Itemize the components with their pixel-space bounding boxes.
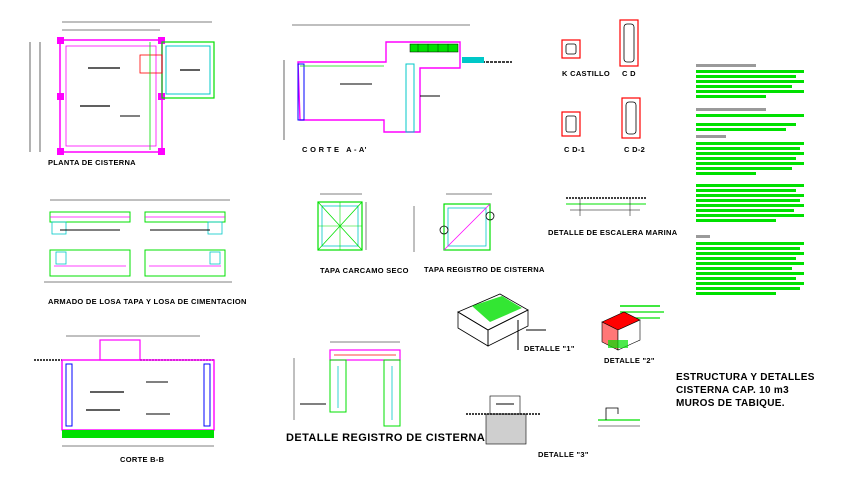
title-line-1: ESTRUCTURA Y DETALLES xyxy=(676,372,815,383)
corte-bb-drawing: CORTE B-B xyxy=(34,335,215,464)
cd2-label: C D-2 xyxy=(624,145,645,154)
detalle-3-drawing: DETALLE "3" xyxy=(466,395,640,459)
planta-label: PLANTA DE CISTERNA xyxy=(48,158,136,167)
k-castillo-label: K CASTILLO xyxy=(562,69,610,78)
detalle-registro-drawing: DETALLE REGISTRO DE CISTERNA xyxy=(286,341,485,444)
escalera-label: DETALLE DE ESCALERA MARINA xyxy=(548,228,678,237)
detalle1-label: DETALLE "1" xyxy=(524,344,575,353)
detalle2-label: DETALLE "2" xyxy=(604,356,655,365)
cd1-label: C D-1 xyxy=(564,145,585,154)
corte-aa-drawing: C O R T E A - A' xyxy=(283,24,512,154)
registro-label: DETALLE REGISTRO DE CISTERNA xyxy=(286,432,485,444)
tapa-registro-label: TAPA REGISTRO DE CISTERNA xyxy=(424,265,545,274)
escalera-marina-drawing: DETALLE DE ESCALERA MARINA xyxy=(548,197,678,237)
detalle3-label: DETALLE "3" xyxy=(538,450,589,459)
tapa-carcamo-drawing: TAPA CARCAMO SECO xyxy=(317,193,409,275)
tapa-carcamo-label: TAPA CARCAMO SECO xyxy=(320,266,409,275)
detalle-2-drawing: DETALLE "2" xyxy=(601,305,664,365)
specification-notes xyxy=(696,64,804,295)
planta-de-cisterna-drawing: PLANTA DE CISTERNA xyxy=(29,21,215,167)
column-sections: K CASTILLO C D C D-1 C D-2 xyxy=(561,19,645,154)
detalle-1-drawing: DETALLE "1" xyxy=(457,293,575,353)
armado-losa-drawing: ARMADO DE LOSA TAPA Y LOSA DE CIMENTACIO… xyxy=(44,199,247,306)
tapa-registro-drawing: TAPA REGISTRO DE CISTERNA xyxy=(413,193,545,274)
title-line-2: CISTERNA CAP. 10 m3 xyxy=(676,385,789,396)
corte-bb-label: CORTE B-B xyxy=(120,455,165,464)
corte-aa-label: C O R T E A - A' xyxy=(302,145,367,154)
title-block: ESTRUCTURA Y DETALLES CISTERNA CAP. 10 m… xyxy=(676,372,815,409)
title-line-3: MUROS DE TABIQUE. xyxy=(676,398,785,409)
cd-label: C D xyxy=(622,69,636,78)
armado-label: ARMADO DE LOSA TAPA Y LOSA DE CIMENTACIO… xyxy=(48,297,247,306)
